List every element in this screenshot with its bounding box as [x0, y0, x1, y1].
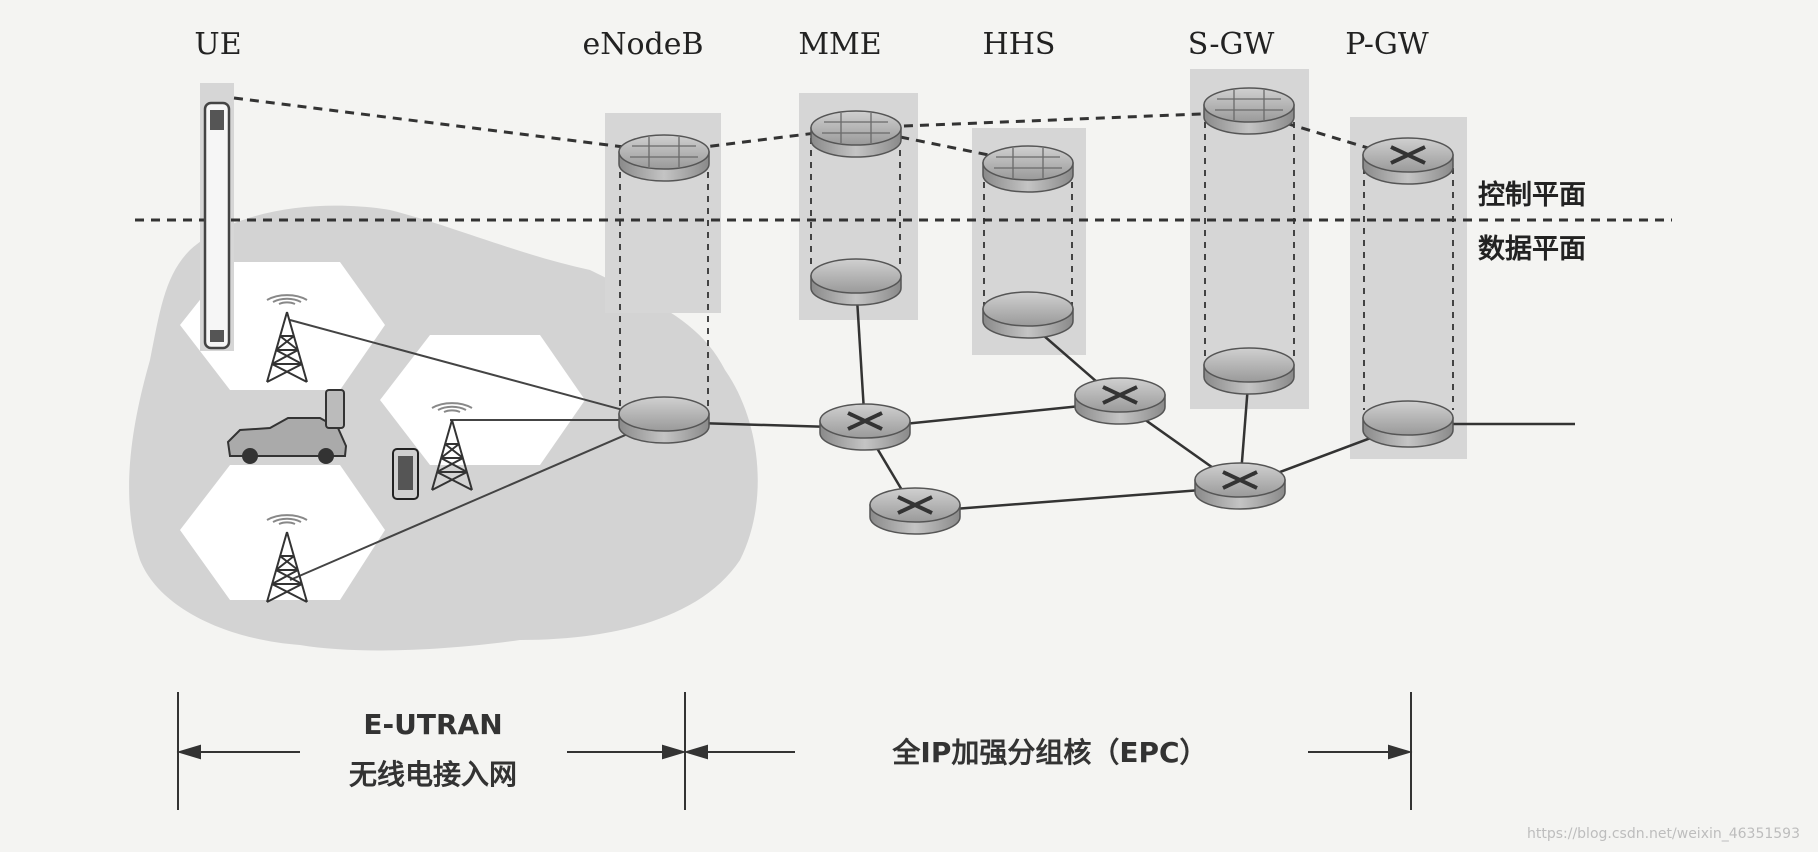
region-brackets: [176, 692, 1413, 810]
label-pgw: P-GW: [1345, 27, 1429, 62]
mme-data-router: [810, 258, 902, 306]
pgw-data-router: [1362, 400, 1454, 448]
hhs-data-router: [982, 291, 1074, 339]
sgw-data-router: [1203, 347, 1295, 395]
label-mme: MME: [798, 27, 881, 62]
label-ue: UE: [194, 27, 241, 62]
enodeb-data-router: [618, 396, 710, 444]
label-hhs: HHS: [983, 27, 1056, 62]
label-radio-access-network: 无线电接入网: [349, 758, 517, 791]
core-router-4: [1195, 463, 1285, 509]
sgw-control-router: [1204, 88, 1294, 134]
phone-icon-car: [325, 389, 345, 429]
core-router-2: [1075, 378, 1165, 424]
label-sgw: S-GW: [1188, 27, 1275, 62]
pgw-control-router: [1363, 138, 1453, 184]
watermark: https://blog.csdn.net/weixin_46351593: [1527, 826, 1800, 842]
label-data-plane: 数据平面: [1478, 234, 1586, 265]
core-router-3: [870, 488, 960, 534]
hhs-control-router: [983, 146, 1073, 192]
mme-control-router: [811, 111, 901, 157]
label-epc: 全IP加强分组核（EPC）: [891, 736, 1207, 769]
cell-hex-3: [180, 465, 385, 600]
core-router-1: [820, 404, 910, 450]
ue-handset: [203, 101, 231, 350]
enodeb-control-router: [619, 135, 709, 181]
label-enodeb: eNodeB: [582, 27, 703, 62]
control-signalling-links: [233, 96, 1409, 165]
label-control-plane: 控制平面: [1478, 180, 1586, 211]
phone-icon: [392, 448, 419, 500]
cell-hex-2: [380, 335, 585, 465]
label-eutran: E-UTRAN: [363, 708, 502, 741]
